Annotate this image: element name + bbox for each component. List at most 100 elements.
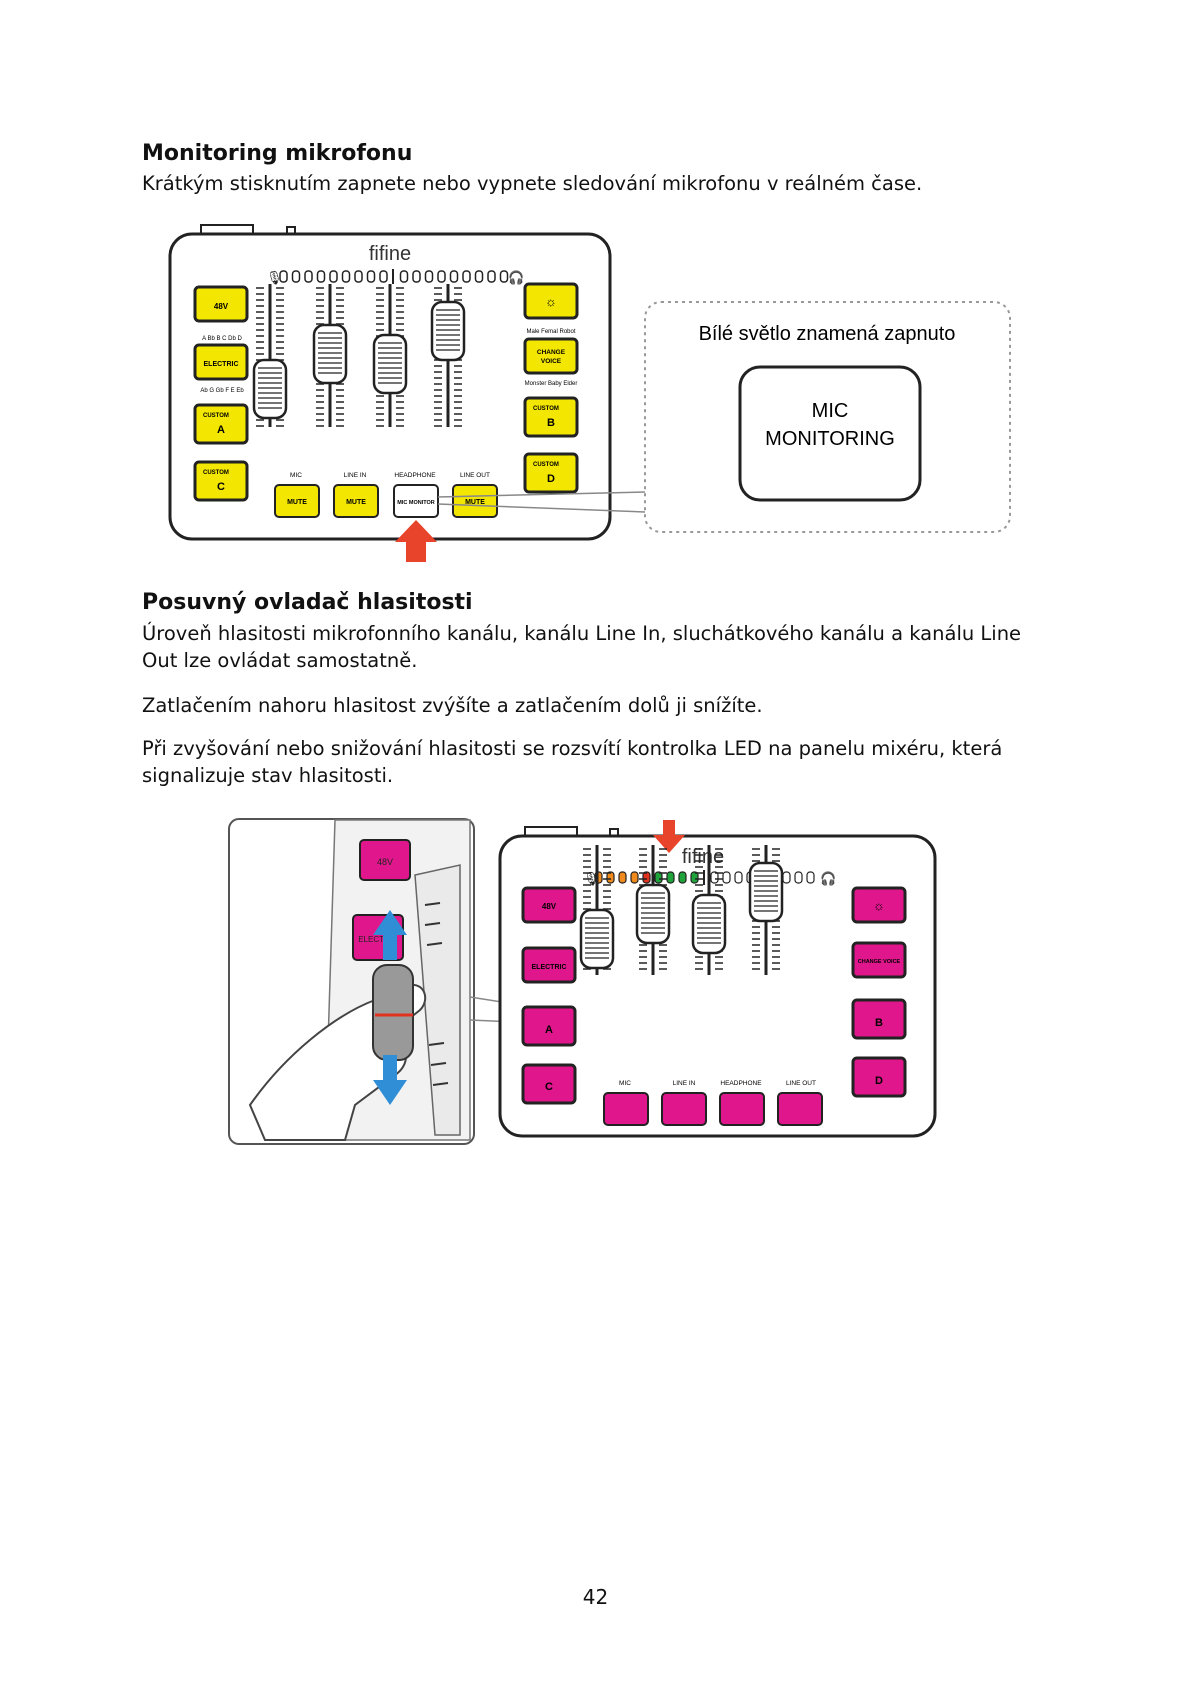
channel-label-line-out: LINE OUT (460, 472, 490, 479)
fader-knob[interactable] (430, 300, 466, 362)
faders-2[interactable] (579, 845, 784, 975)
page-number: 42 (582, 1585, 609, 1609)
button-light[interactable]: ☼ (523, 282, 579, 320)
svg-text:VOICE: VOICE (541, 358, 562, 365)
meter-led (291, 270, 301, 283)
mixer-figure-volume-slider: 48V ELECTRIC fifine 🎙 🎧 48V ELECTRIC (228, 818, 937, 1145)
mic-icon: 🎙 (266, 270, 283, 285)
svg-text:🎧: 🎧 (820, 871, 836, 886)
meter-led (678, 871, 687, 884)
svg-text:CUSTOM: CUSTOM (533, 462, 559, 468)
svg-text:C: C (217, 481, 225, 493)
svg-text:D: D (875, 1075, 883, 1087)
svg-text:CHANGE: CHANGE (537, 349, 566, 356)
fader-knob[interactable] (252, 358, 288, 420)
button-custom-b-2[interactable]: B (851, 998, 907, 1040)
button-custom-a[interactable]: CUSTOM A (193, 403, 249, 445)
meter-led (606, 871, 615, 884)
svg-text:MUTE: MUTE (287, 499, 307, 506)
mic-monitor-button-2[interactable] (719, 1092, 765, 1126)
svg-text:☼: ☼ (545, 294, 557, 309)
channel-label-headphone: HEADPHONE (394, 472, 436, 479)
headphone-icon: 🎧 (508, 270, 524, 285)
meter-led (462, 270, 471, 283)
meter-led (341, 270, 351, 283)
svg-text:CUSTOM: CUSTOM (203, 413, 229, 419)
section-heading-volume-slider: Posuvný ovladač hlasitosti (142, 590, 473, 615)
button-custom-c[interactable]: CUSTOM C (193, 460, 249, 502)
svg-text:ELECTRIC: ELECTRIC (358, 935, 398, 944)
meter-led (329, 270, 338, 283)
mixer-figure-mic-monitoring: fifine 🎙 🎧 48V A Bb B C Db D ELECTRIC Ab… (168, 224, 1011, 562)
fader-knob[interactable] (691, 893, 727, 955)
svg-text:48V: 48V (542, 902, 557, 911)
section-text-mic-monitoring: Krátkým stisknutím zapnete nebo vypnete … (142, 172, 923, 195)
svg-text:MIC MONITOR: MIC MONITOR (397, 500, 435, 506)
fader-knob[interactable] (312, 323, 348, 385)
callout-button-line2: MONITORING (765, 428, 895, 450)
meter-led (630, 871, 639, 884)
meter-led (806, 871, 815, 884)
mute-button-line-in[interactable]: MUTE (333, 484, 379, 518)
mute-button-mic[interactable]: MUTE (274, 484, 320, 518)
button-48v[interactable]: 48V (193, 285, 249, 323)
arrow-up-icon (395, 520, 437, 562)
callout-button-line1: MIC (812, 400, 849, 422)
button-custom-b[interactable]: CUSTOM B (523, 396, 579, 438)
svg-text:48V: 48V (377, 857, 393, 867)
svg-text:☼: ☼ (873, 898, 885, 913)
mute-button-line-out[interactable]: MUTE (452, 484, 498, 518)
button-electric[interactable]: ELECTRIC (193, 343, 249, 381)
section-paragraph-1: Úroveň hlasitosti mikrofonního kanálu, k… (142, 622, 1022, 672)
svg-text:LINE OUT: LINE OUT (786, 1080, 816, 1087)
svg-text:LINE IN: LINE IN (673, 1080, 696, 1087)
svg-text:A: A (217, 424, 225, 436)
arrow-down-icon (653, 820, 685, 853)
svg-text:CUSTOM: CUSTOM (533, 406, 559, 412)
faders[interactable] (252, 284, 466, 427)
mute-button-line-out-2[interactable] (777, 1092, 823, 1126)
svg-text:ELECTRIC: ELECTRIC (532, 964, 567, 971)
meter-led (316, 270, 326, 283)
svg-text:CHANGE VOICE: CHANGE VOICE (858, 959, 901, 965)
button-change-voice[interactable]: CHANGE VOICE (523, 337, 579, 375)
channel-label-mic: MIC (290, 472, 302, 479)
svg-text:B: B (547, 417, 555, 429)
svg-text:MUTE: MUTE (346, 499, 366, 506)
meter-led (424, 270, 434, 283)
meter-led (666, 871, 675, 884)
button-custom-d-2[interactable]: D (851, 1056, 907, 1098)
fader-knob[interactable] (635, 883, 671, 945)
meter-led (437, 270, 446, 283)
fader-knob[interactable] (748, 861, 784, 923)
button-light-2[interactable]: ☼ (851, 886, 907, 924)
level-meter (279, 269, 509, 284)
button-custom-d[interactable]: CUSTOM D (523, 452, 579, 494)
callout-mic-monitoring-button (738, 365, 922, 502)
button-48v-2[interactable]: 48V (521, 886, 577, 924)
fader-knob[interactable] (579, 908, 615, 970)
meter-led (690, 871, 699, 884)
meter-led (379, 270, 388, 283)
mic-monitor-button[interactable]: MIC MONITOR (393, 484, 439, 518)
svg-text:48V: 48V (214, 302, 229, 311)
section-paragraph-2: Zatlačením nahoru hlasitost zvýšíte a za… (142, 694, 763, 717)
fader-knob[interactable] (372, 333, 408, 395)
button-electric-2[interactable]: ELECTRIC (521, 946, 577, 984)
button-custom-c-2[interactable]: C (521, 1063, 577, 1105)
svg-text:B: B (875, 1017, 883, 1029)
svg-text:HEADPHONE: HEADPHONE (720, 1080, 762, 1087)
mute-button-line-in-2[interactable] (661, 1092, 707, 1126)
key-labels-top: A Bb B C Db D (202, 336, 242, 342)
meter-led (722, 871, 731, 884)
button-change-voice-2[interactable]: CHANGE VOICE (851, 941, 907, 979)
mute-button-mic-2[interactable] (603, 1092, 649, 1126)
meter-led (399, 270, 409, 283)
meter-led (474, 270, 484, 283)
meter-led (366, 270, 376, 283)
hand-slider-photo: 48V ELECTRIC (228, 818, 475, 1145)
meter-led (618, 871, 627, 884)
svg-text:C: C (545, 1081, 553, 1093)
meter-led (734, 871, 743, 884)
button-custom-a-2[interactable]: A (521, 1005, 577, 1047)
